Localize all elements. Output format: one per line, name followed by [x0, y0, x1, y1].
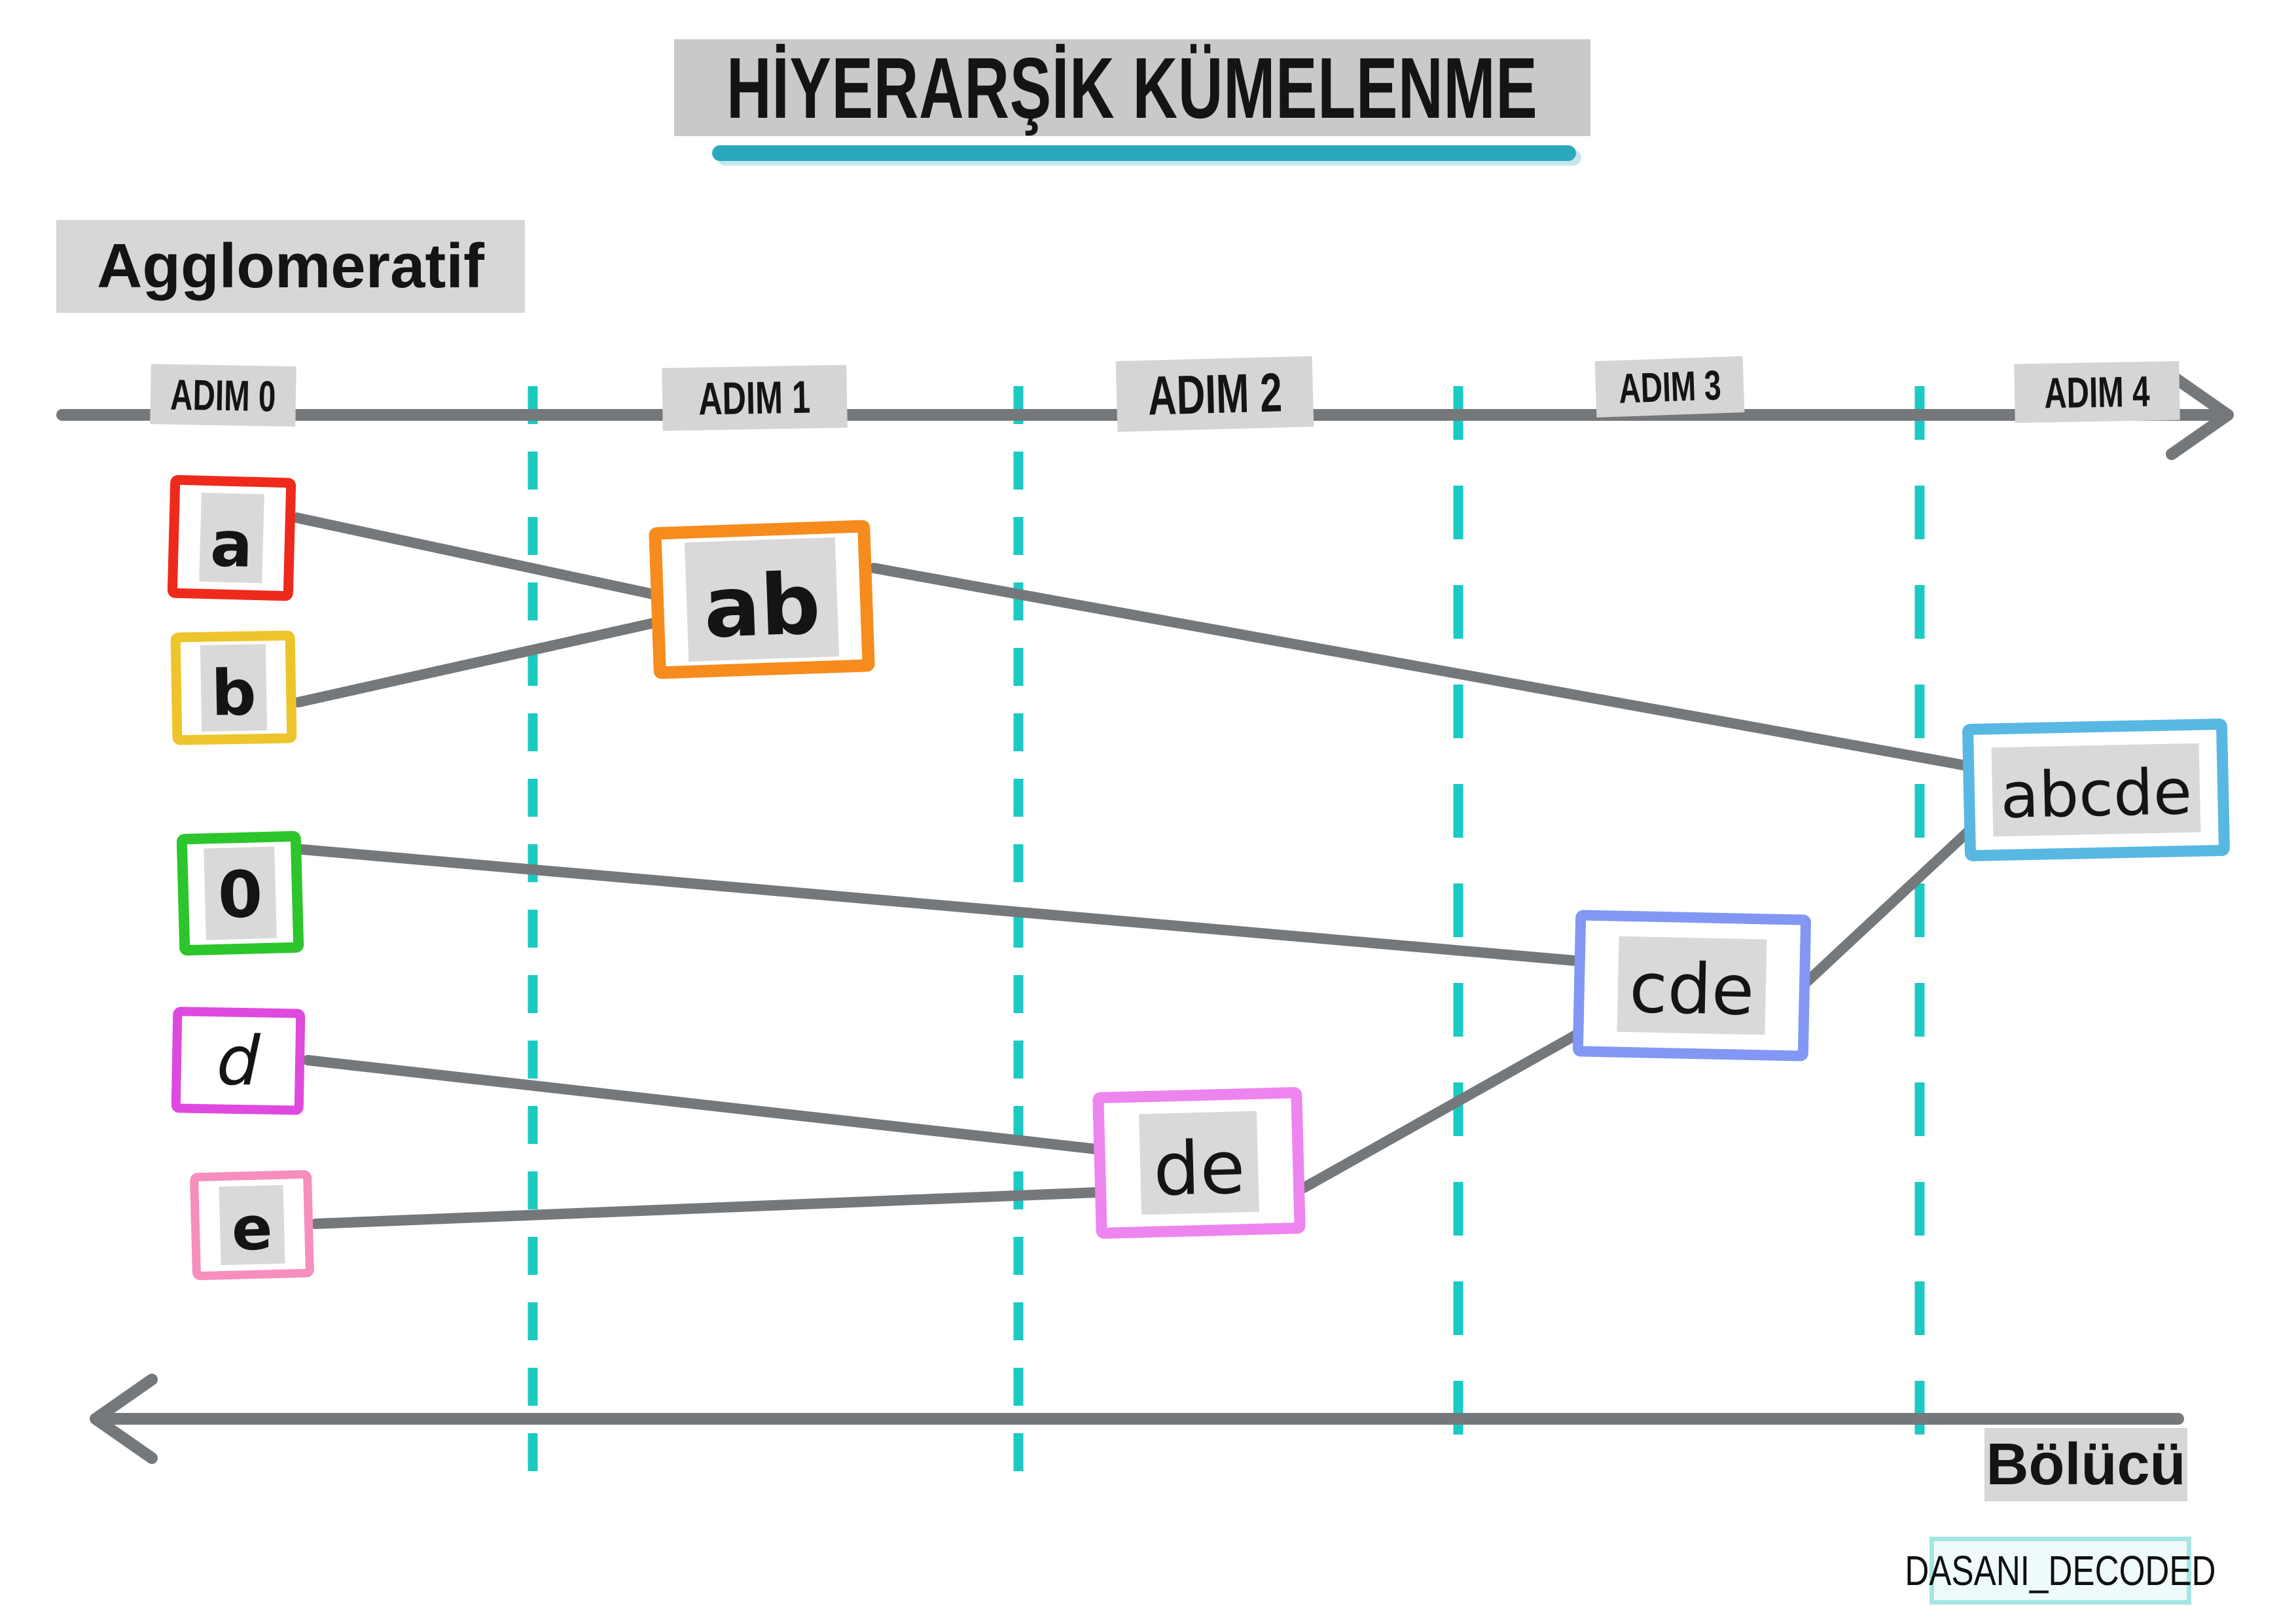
cluster-node-label-abcde: abcde [1991, 743, 2201, 837]
divisive-label: Bölücü [1984, 1428, 2187, 1501]
cluster-node-label-b: b [200, 644, 268, 732]
timeline-step-label-text: ADIM 0 [170, 370, 277, 421]
cluster-node-e: e [189, 1169, 315, 1281]
merge-edge-a-to-ab [291, 512, 662, 600]
timeline-step-label-text: ADIM 2 [1147, 361, 1283, 427]
timeline-step-label-4: ADIM 4 [2014, 361, 2180, 423]
title-underline [712, 145, 1576, 161]
cluster-node-label-d: d [215, 1020, 261, 1101]
cluster-node-label-a: a [198, 492, 265, 584]
merge-edge-e-to-de [310, 1187, 1102, 1229]
agglomerative-label: Agglomeratif [56, 220, 525, 313]
merge-edge-d-to-de [302, 1055, 1102, 1154]
timeline-step-label-3: ADIM 3 [1594, 356, 1745, 418]
merge-edge-c-to-cde [297, 844, 1581, 966]
cluster-node-c: 0 [176, 830, 304, 956]
page-title: HİYERARŞİK KÜMELENME [674, 39, 1590, 136]
merge-edge-b-to-ab [293, 617, 662, 707]
cluster-node-b: b [170, 630, 297, 745]
cluster-node-label-de: de [1139, 1111, 1259, 1215]
timeline-step-label-1: ADIM 1 [662, 365, 848, 431]
timeline-step-label-0: ADIM 0 [150, 364, 296, 427]
merge-edge-de-to-cde [1299, 1027, 1585, 1193]
timeline-step-label-2: ADIM 2 [1115, 356, 1314, 432]
timeline-step-label-text: ADIM 4 [2043, 366, 2151, 418]
cluster-node-label-c: 0 [204, 846, 277, 940]
cluster-node-ab: ab [649, 520, 875, 679]
cluster-node-label-ab: ab [684, 537, 840, 662]
timeline-step-label-text: ADIM 3 [1617, 361, 1722, 412]
merge-edge-ab-to-abcde [869, 563, 1972, 771]
cluster-node-d: d [171, 1007, 306, 1115]
left-arrowhead-icon [90, 1374, 158, 1464]
cluster-node-a: a [167, 474, 296, 601]
cluster-node-label-e: e [219, 1185, 285, 1266]
page-title-text: HİYERARŞİK KÜMELENME [726, 39, 1538, 136]
cluster-node-de: de [1092, 1086, 1306, 1240]
merge-edge-cde-to-abcde [1803, 825, 1975, 986]
timeline-step-label-text: ADIM 1 [698, 371, 812, 425]
cluster-node-abcde: abcde [1962, 718, 2231, 862]
cluster-node-label-cde: cde [1617, 936, 1767, 1035]
cluster-node-cde: cde [1572, 910, 1812, 1061]
right-arrowhead-icon [2166, 370, 2234, 460]
watermark-badge: DASANI_DECODED [1905, 1537, 2216, 1605]
